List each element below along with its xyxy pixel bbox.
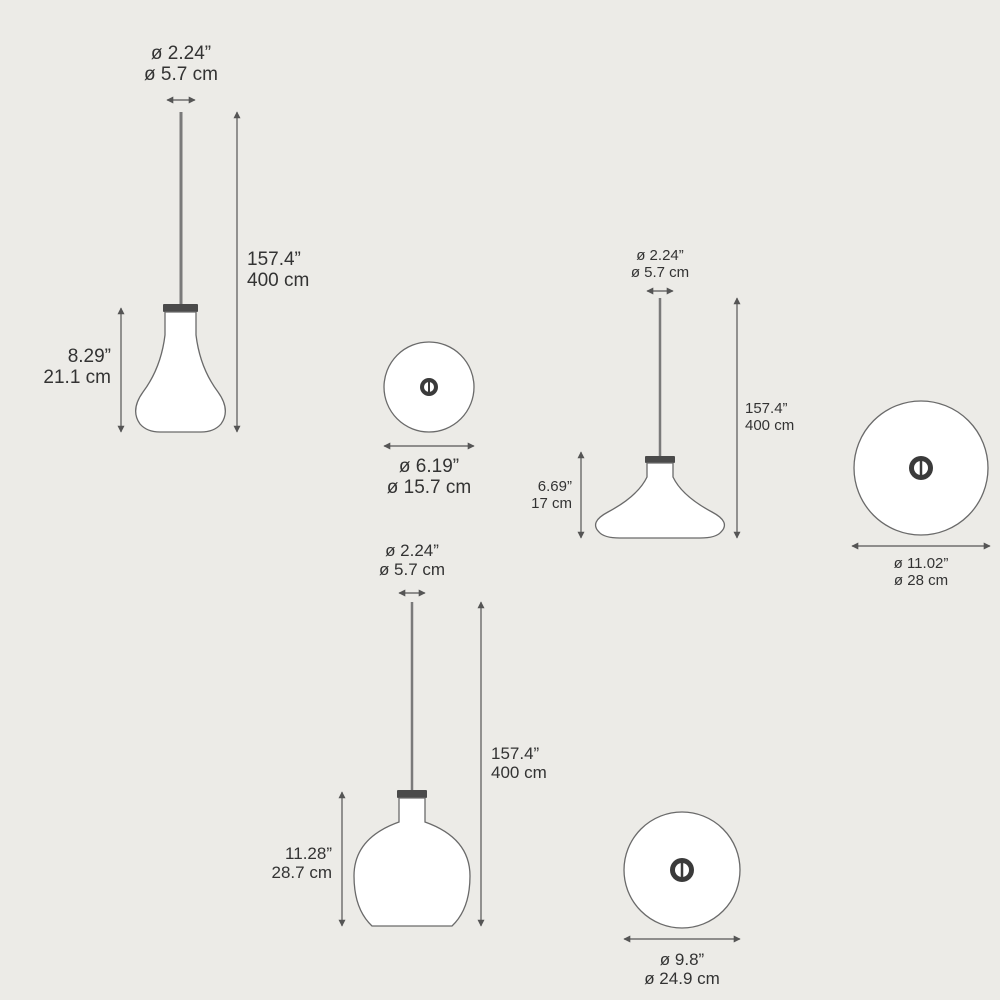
lamp-c-canopy [397,790,427,798]
lamp-b-canopy-dim-cm: ø 5.7 cm [630,263,690,281]
lamp-b-cable-dim-inch: 157.4” [745,400,788,417]
lamp-c-cable-dim-cm: 400 cm [491,763,547,783]
lamp-a-shade [135,311,226,433]
lamp-c-canopy-dim-cm: ø 5.7 cm [378,560,446,580]
lamp-c-diameter-dim-cm: ø 24.9 cm [644,969,720,989]
lamp-a-canopy-dim-inch: ø 2.24” [150,43,212,64]
lamp-c-diameter-dim-label: ø 9.8” ø 24.9 cm [644,950,720,988]
lamp-a-canopy [163,304,198,312]
lamp-a-canopy-dim-label: ø 2.24” ø 5.7 cm [144,43,218,86]
lamp-a-height-dim-label: 8.29” 21.1 cm [43,346,111,389]
lamp-a-cable-dim-cm: 400 cm [247,270,310,292]
lamp-b-diameter-dim-inch: ø 11.02” [893,555,949,572]
lamp-b-top-view [851,400,991,550]
lamp-c-dimension-lines [338,589,485,927]
lamp-b-front-view [594,298,726,539]
lamp-b-diameter-dim-cm: ø 28 cm [893,571,949,589]
lamp-c-diameter-dim-inch: ø 9.8” [659,950,705,969]
lamp-a-canopy-dim-cm: ø 5.7 cm [144,64,218,86]
lamp-b-canopy [645,456,675,463]
lamp-c-canopy-dim-inch: ø 2.24” [385,541,439,560]
lamp-b-shade [594,462,726,539]
lamp-a-top-view [383,341,475,450]
lamp-b-height-dim-inch: 6.69” [537,478,572,495]
lamp-c-cable-dim-label: 157.4” 400 cm [491,744,547,782]
lamp-a-height-dim-inch: 8.29” [67,346,111,367]
lamp-c-canopy-dim-label: ø 2.24” ø 5.7 cm [379,541,445,579]
lamp-b-canopy-dim-inch: ø 2.24” [636,247,684,264]
lamp-b-height-dim-label: 6.69” 17 cm [531,478,572,513]
lamp-a-dimension-lines [117,96,241,433]
lamp-b-cable-dim-label: 157.4” 400 cm [745,400,795,435]
lamp-c-cable-dim-inch: 157.4” [491,744,540,763]
lamp-b-diameter-dim-label: ø 11.02” ø 28 cm [893,555,949,590]
lamp-a-diameter-dim-inch: ø 6.19” [398,456,460,477]
lamp-a-cable-dim-label: 157.4” 400 cm [247,249,309,292]
lamp-a-height-dim-cm: 21.1 cm [43,367,111,389]
lamp-a-cable-dim-inch: 157.4” [247,249,301,270]
lamp-b-height-dim-cm: 17 cm [531,494,572,512]
lamp-c-top-view [623,811,741,943]
lamp-b-cable-dim-cm: 400 cm [745,416,795,434]
lamp-b-dimension-lines [577,287,741,539]
lamp-c-height-dim-label: 11.28” 28.7 cm [272,844,332,882]
lamp-a-front-view [135,112,226,433]
lamp-b-canopy-dim-label: ø 2.24” ø 5.7 cm [630,247,690,282]
lamp-c-shade [353,797,471,927]
lamp-a-diameter-dim-label: ø 6.19” ø 15.7 cm [387,456,471,499]
lamp-c-front-view [353,602,471,927]
lamp-a-diameter-dim-cm: ø 15.7 cm [386,477,472,499]
lamp-c-height-dim-cm: 28.7 cm [271,863,332,883]
lamp-c-height-dim-inch: 11.28” [285,844,332,863]
